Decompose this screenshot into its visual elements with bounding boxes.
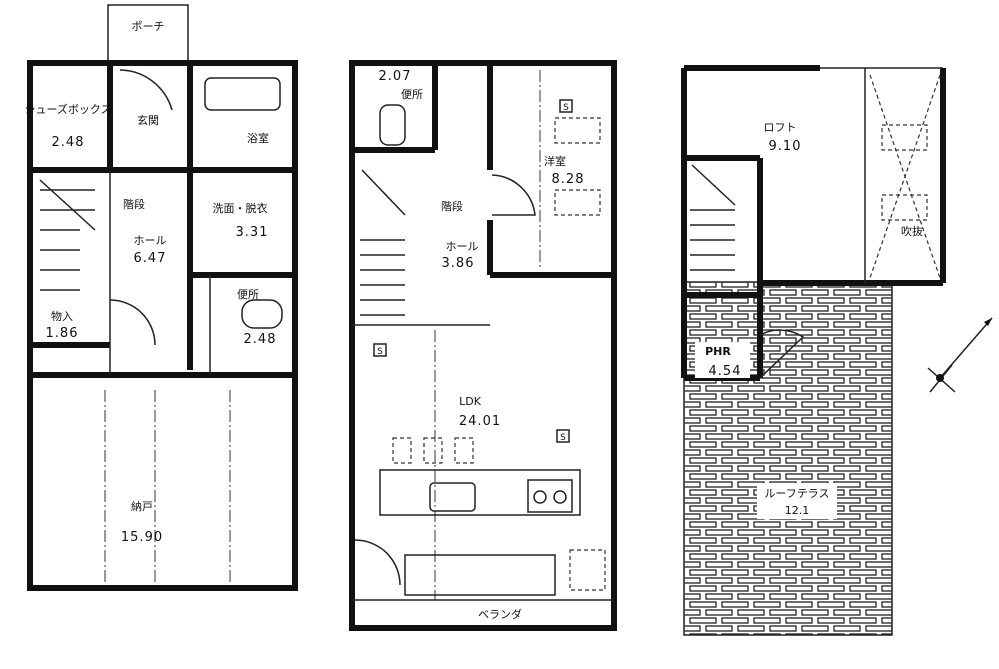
phr-label: PHR <box>705 345 731 358</box>
floor-1-plan: ポーチ シューズボックス 2.48 玄関 浴室 階段 ホール 6.47 洗面・脱… <box>24 4 298 591</box>
stairs-label: 階段 <box>123 197 145 211</box>
bath-label: 浴室 <box>247 131 269 145</box>
phr-area: 4.54 <box>709 364 742 379</box>
floor-3-plan: ロフト 9.10 吹抜 PHR 4.54 ルーフテラス 12.1 <box>681 65 946 636</box>
stairs-floor3 <box>690 164 736 271</box>
toilet2-label: 便所 <box>401 88 423 101</box>
roof-terrace <box>684 282 892 635</box>
storage-area: 1.86 <box>46 326 79 341</box>
porch-label: ポーチ <box>132 20 165 33</box>
kitchen-counter <box>379 469 581 516</box>
cooktop <box>527 479 573 513</box>
hall2-area: 3.86 <box>442 256 475 271</box>
phr-door[interactable] <box>759 329 805 379</box>
closet-label: 納戸 <box>131 500 153 513</box>
stairs2-label: 階段 <box>441 199 463 213</box>
toilet-fixture-2 <box>379 104 406 146</box>
north-arrow-icon <box>927 317 993 393</box>
storage-mark-2: S <box>377 347 383 357</box>
hall2-label: ホール <box>446 240 479 253</box>
shoe-box-area: 2.48 <box>52 135 85 150</box>
floor-2-plan: 2.07 便所 S 洋室 8.28 階段 ホール 3.86 S LDK 24.0… <box>349 60 617 631</box>
loft-area: 9.10 <box>769 139 802 154</box>
balcony-door[interactable] <box>354 539 401 586</box>
loft-label: ロフト <box>764 121 797 134</box>
ldk-label: LDK <box>459 395 482 408</box>
bedroom-door[interactable] <box>491 174 536 216</box>
stairs-floor2 <box>360 169 406 316</box>
void-label: 吹抜 <box>901 224 923 238</box>
roof-terrace-area: 12.1 <box>785 504 810 517</box>
storage-label: 物入 <box>51 309 73 323</box>
bedroom-area: 8.28 <box>552 172 585 187</box>
ldk-area: 24.01 <box>459 414 501 429</box>
washroom-area: 3.31 <box>236 225 269 240</box>
balcony-label: ベランダ <box>478 607 522 621</box>
closet-area: 15.90 <box>121 530 163 545</box>
washroom-label: 洗面・脱衣 <box>213 201 268 215</box>
toilet-label: 便所 <box>237 288 259 301</box>
hall-area: 6.47 <box>134 251 167 266</box>
storage-mark-3: S <box>560 433 566 443</box>
bathtub <box>204 77 281 111</box>
kitchen-sink <box>429 482 476 512</box>
roof-terrace-label: ルーフテラス <box>764 487 829 500</box>
storage-door[interactable] <box>109 299 156 346</box>
entrance-door[interactable] <box>119 69 173 111</box>
hall-label: ホール <box>134 234 167 247</box>
stairs-floor1 <box>39 179 96 291</box>
storage-mark: S <box>563 103 569 113</box>
toilet-fixture <box>241 299 283 329</box>
toilet2-area: 2.07 <box>379 69 412 84</box>
shoe-box-label: シューズボックス <box>24 102 111 116</box>
bedroom-label: 洋室 <box>544 154 566 168</box>
entrance-label: 玄関 <box>137 113 159 127</box>
toilet-area: 2.48 <box>244 332 277 347</box>
